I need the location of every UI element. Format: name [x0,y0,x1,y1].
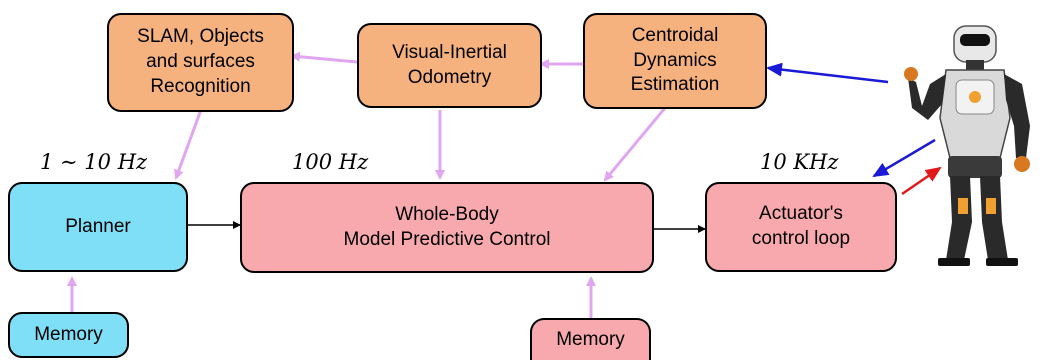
arrow-actuator-to-robot [901,166,942,196]
visual-inertial-odometry-block: Visual-Inertial Odometry [357,23,542,108]
humanoid-robot-icon [904,25,1030,266]
slam-recognition-block: SLAM, Objects and surfaces Recognition [107,13,294,112]
planner-block: Planner [8,182,188,272]
actuator-control-loop-block: Actuator's control loop [705,182,897,272]
mpc-frequency-label: 100 Hz [292,150,369,174]
arrow-robot-to-centroidal [766,62,889,84]
actuator-frequency-label: 10 KHz [760,150,839,174]
arrow-centroidal-to-mpc [603,107,667,182]
centroidal-dynamics-block: Centroidal Dynamics Estimation [583,13,767,109]
arrow-vio-to-slam [290,51,358,64]
whole-body-mpc-block: Whole-Body Model Predictive Control [240,182,654,273]
planner-frequency-label: 1 ∼ 10 Hz [40,150,148,174]
arrow-slam-to-planner [174,106,204,180]
memory-mpc-block: Memory [530,318,651,360]
arrow-robot-to-actuator [872,138,936,178]
memory-planner-block: Memory [8,312,129,358]
